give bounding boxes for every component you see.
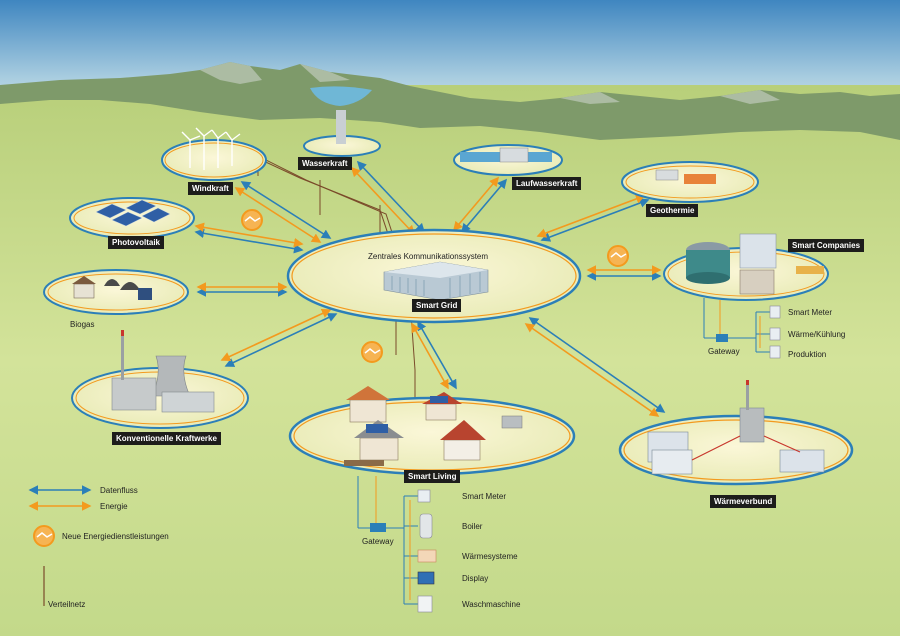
label-laufwasserkraft: Laufwasserkraft: [512, 177, 582, 190]
companies-tree-energy: [719, 300, 761, 348]
waermesysteme-icon: [417, 549, 437, 563]
living-item-waermesysteme: Wärmesysteme: [462, 552, 518, 561]
biogas-plant: [72, 276, 152, 300]
living-tree: [357, 476, 418, 605]
living-item-smart-meter: Smart Meter: [462, 492, 507, 501]
disc-wasserkraft: [303, 110, 381, 157]
companies-production-icon: [769, 345, 781, 359]
boiler-icon: [419, 513, 433, 539]
arrow-windkraft-energy: [234, 187, 322, 243]
district-heating-buildings: [647, 380, 825, 475]
companies-item-produktion: Produktion: [788, 350, 827, 359]
arrow-laufwasser-energy: [452, 176, 500, 232]
company-buildings: [686, 233, 824, 295]
label-windkraft: Windkraft: [188, 182, 233, 195]
disc-konventionelle-kraftwerke: [71, 330, 249, 429]
living-gateway-label: Gateway: [362, 537, 394, 546]
companies-heat-icon: [769, 327, 781, 341]
living-tree-energy: [375, 476, 411, 600]
living-item-display: Display: [462, 574, 489, 583]
flow-arrows: [194, 160, 666, 417]
handshake-icon: [241, 209, 263, 231]
wind-turbines: [181, 127, 241, 170]
label-smart-living: Smart Living: [404, 470, 461, 483]
ground: [0, 85, 900, 636]
label-smart-companies: Smart Companies: [788, 239, 865, 252]
display-icon: [417, 571, 435, 585]
hub-title: Zentrales Kommunikationssystem: [368, 252, 489, 261]
living-item-boiler: Boiler: [462, 522, 483, 531]
legend-verteilnetz: Verteilnetz: [48, 600, 86, 609]
arrow-wasserkraft-energy: [350, 166, 416, 236]
disc-geothermie: [621, 161, 759, 203]
companies-gateway-icon: [716, 334, 728, 342]
handshake-icon: [361, 341, 383, 363]
legend-energie: Energie: [100, 502, 128, 511]
disc-smart-companies: [663, 233, 829, 301]
companies-item-waerme-kuehlung: Wärme/Kühlung: [788, 330, 846, 339]
power-plant: [111, 330, 215, 413]
legend-handshake-icon: [33, 525, 55, 547]
smart-grid-hub: [286, 228, 582, 324]
companies-tree: [703, 298, 770, 353]
disc-photovoltaik: [69, 197, 195, 239]
arrow-konv-energy: [220, 309, 332, 361]
legend-datenfluss: Datenfluss: [100, 486, 138, 495]
disc-windkraft: [161, 127, 267, 181]
living-smart-meter-icon: [417, 489, 431, 503]
disc-laufwasserkraft: [453, 144, 563, 176]
arrow-living-energy: [411, 322, 449, 390]
arrow-pv-energy: [194, 222, 304, 248]
smart-grid-building: [383, 261, 489, 301]
living-gateway-icon: [370, 523, 386, 532]
label-konventionelle-kraftwerke: Konventionelle Kraftwerke: [112, 432, 221, 445]
legend-dienstleistungen: Neue Energiedienstleistungen: [62, 532, 169, 541]
arrow-geothermie-energy: [536, 194, 646, 238]
label-wasserkraft: Wasserkraft: [298, 157, 352, 170]
companies-gateway-label: Gateway: [708, 347, 740, 356]
companies-smart-meter-icon: [769, 305, 781, 319]
disc-biogas: [43, 269, 189, 315]
arrow-waerme-energy: [524, 323, 660, 417]
legend: [28, 485, 92, 606]
lake: [310, 86, 372, 106]
mountain-range: [0, 62, 900, 140]
label-photovoltaik: Photovoltaik: [108, 236, 165, 249]
hub-label: Smart Grid: [412, 299, 462, 312]
companies-item-smart-meter: Smart Meter: [788, 308, 833, 317]
label-geothermie: Geothermie: [646, 204, 699, 217]
label-biogas: Biogas: [70, 320, 95, 329]
living-item-waschmaschine: Waschmaschine: [462, 600, 521, 609]
handshake-icon: [607, 245, 629, 267]
solar-panels: [95, 199, 171, 227]
disc-waermeverbund: [618, 380, 854, 486]
waschmaschine-icon: [417, 595, 433, 613]
houses: [344, 386, 523, 466]
label-waermeverbund: Wärmeverbund: [710, 495, 777, 508]
